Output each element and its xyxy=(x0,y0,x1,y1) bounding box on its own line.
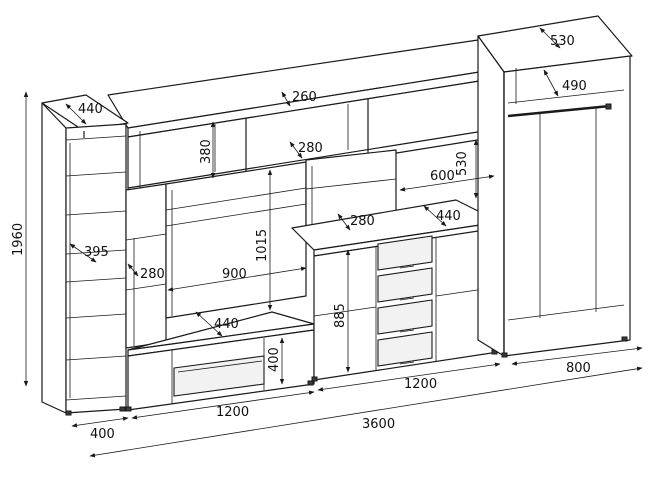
dim-wardrobe-depth: 530 xyxy=(550,34,575,49)
dim-box-height: 530 xyxy=(455,151,470,176)
dim-left-shelf-depth: 280 xyxy=(140,267,165,282)
dim-total-height: 1960 xyxy=(11,223,26,256)
top-panel xyxy=(107,39,493,138)
left-column xyxy=(41,94,129,416)
tv-back-panel xyxy=(165,161,307,319)
dim-left-width: 400 xyxy=(90,427,115,442)
dim-tv-width: 900 xyxy=(222,267,247,282)
dim-tv-height: 1015 xyxy=(255,229,270,262)
dim-left-shelf-height: 395 xyxy=(84,245,109,260)
dimension-lines xyxy=(23,27,643,458)
dim-box-shelf-depth: 280 xyxy=(350,214,375,229)
dimension-labels: 440 260 530 490 380 280 280 600 530 440 … xyxy=(11,34,591,442)
dim-drawer-height: 885 xyxy=(333,303,348,328)
dim-top-depth: 260 xyxy=(292,90,317,105)
dim-box-width: 600 xyxy=(430,169,455,184)
dim-wardrobe-inner-depth: 490 xyxy=(562,79,587,94)
dim-left-depth: 440 xyxy=(78,102,103,117)
dim-wardrobe-width: 800 xyxy=(566,361,591,376)
drawer-unit xyxy=(291,199,501,382)
dim-desk-depth: 440 xyxy=(436,209,461,224)
dim-drawer-base-width: 1200 xyxy=(404,377,437,392)
dim-total-width: 3600 xyxy=(362,417,395,432)
dim-tv-base-width: 1200 xyxy=(216,405,249,420)
dim-tv-depth: 440 xyxy=(214,317,239,332)
dim-upper-shelf-depth: 280 xyxy=(298,141,323,156)
narrow-shelf-column xyxy=(125,183,167,349)
wardrobe xyxy=(477,15,633,358)
dim-low-height: 400 xyxy=(267,347,282,372)
dim-upper-shelf-height: 380 xyxy=(199,139,214,164)
